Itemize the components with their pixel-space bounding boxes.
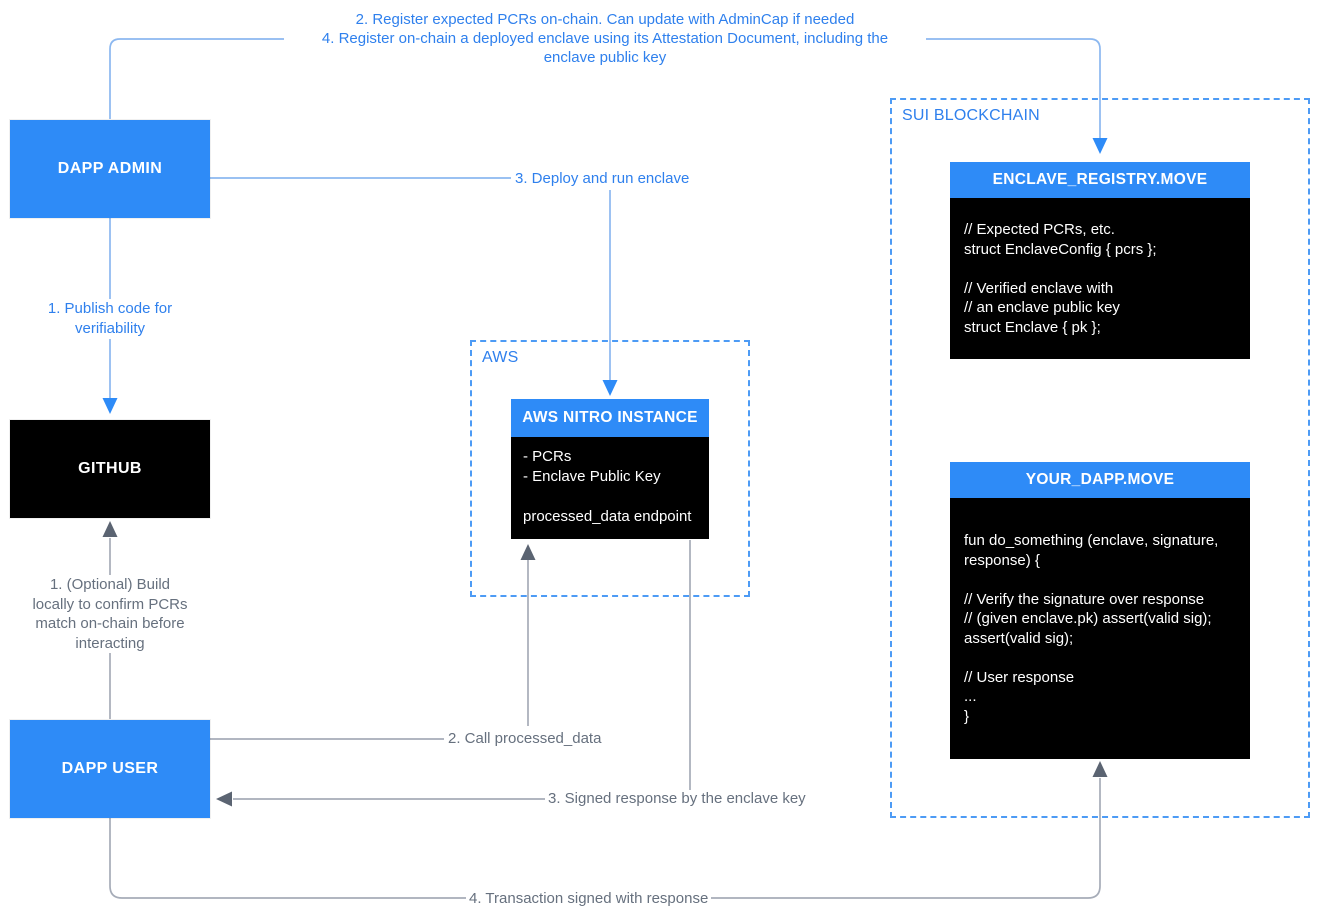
your-dapp-move-title: YOUR_DAPP.MOVE	[950, 462, 1250, 498]
step4-register-enclave-label-line2: enclave public key	[543, 49, 667, 66]
dapp-admin-title: DAPP ADMIN	[57, 160, 163, 177]
connector-top-to-registry	[926, 38, 1101, 138]
enclave-registry-move-title: ENCLAVE_REGISTRY.MOVE	[950, 162, 1250, 198]
your-dapp-move-node: YOUR_DAPP.MOVE fun do_something (enclave…	[950, 462, 1250, 759]
top-steps-label: 2. Register expected PCRs on-chain. Can …	[250, 10, 960, 67]
enclave-registry-move-body: // Expected PCRs, etc. struct EnclaveCon…	[950, 198, 1250, 359]
dapp-user-node: DAPP USER	[10, 720, 210, 818]
step3-signed-response-label: 3. Signed response by the enclave key	[545, 790, 809, 807]
step2-register-pcrs-label: 2. Register expected PCRs on-chain. Can …	[355, 11, 855, 28]
arrowhead-into-nitro-top	[602, 380, 618, 396]
aws-nitro-instance-title: AWS NITRO INSTANCE	[511, 399, 709, 437]
aws-region-label: AWS	[482, 349, 519, 366]
step4-transaction-label: 4. Transaction signed with response	[466, 890, 712, 907]
step4-register-enclave-label-line1: 4. Register on-chain a deployed enclave …	[321, 30, 889, 47]
connector-nitro-to-user	[233, 540, 691, 800]
aws-nitro-instance-node: AWS NITRO INSTANCE - PCRs - Enclave Publ…	[511, 399, 709, 539]
arrowhead-into-github-top	[102, 398, 118, 414]
arrowhead-into-user	[216, 791, 232, 807]
dapp-user-title: DAPP USER	[61, 760, 159, 777]
dapp-admin-node: DAPP ADMIN	[10, 120, 210, 218]
enclave-registry-move-node: ENCLAVE_REGISTRY.MOVE // Expected PCRs, …	[950, 162, 1250, 359]
step3-deploy-enclave-label: 3. Deploy and run enclave	[512, 170, 693, 187]
sui-blockchain-region-label: SUI BLOCKCHAIN	[902, 107, 1040, 124]
aws-nitro-instance-body: - PCRs - Enclave Public Key processed_da…	[511, 437, 709, 539]
github-title: GITHUB	[78, 460, 142, 477]
your-dapp-move-body: fun do_something (enclave, signature, re…	[950, 498, 1250, 759]
step1-optional-build-label: 1. (Optional) Build locally to confirm P…	[10, 575, 210, 653]
arrowhead-into-yourdapp-bottom	[1092, 761, 1108, 777]
step1-publish-code-label: 1. Publish code for verifiability	[20, 299, 200, 339]
github-node: GITHUB	[10, 420, 210, 518]
step2-call-processed-data-label: 2. Call processed_data	[445, 730, 605, 747]
arrowhead-into-registry	[1092, 138, 1108, 154]
arrowhead-into-github-bottom	[102, 521, 118, 537]
connector-top-to-admin	[109, 38, 284, 119]
arrowhead-into-nitro-bottom	[520, 544, 536, 560]
